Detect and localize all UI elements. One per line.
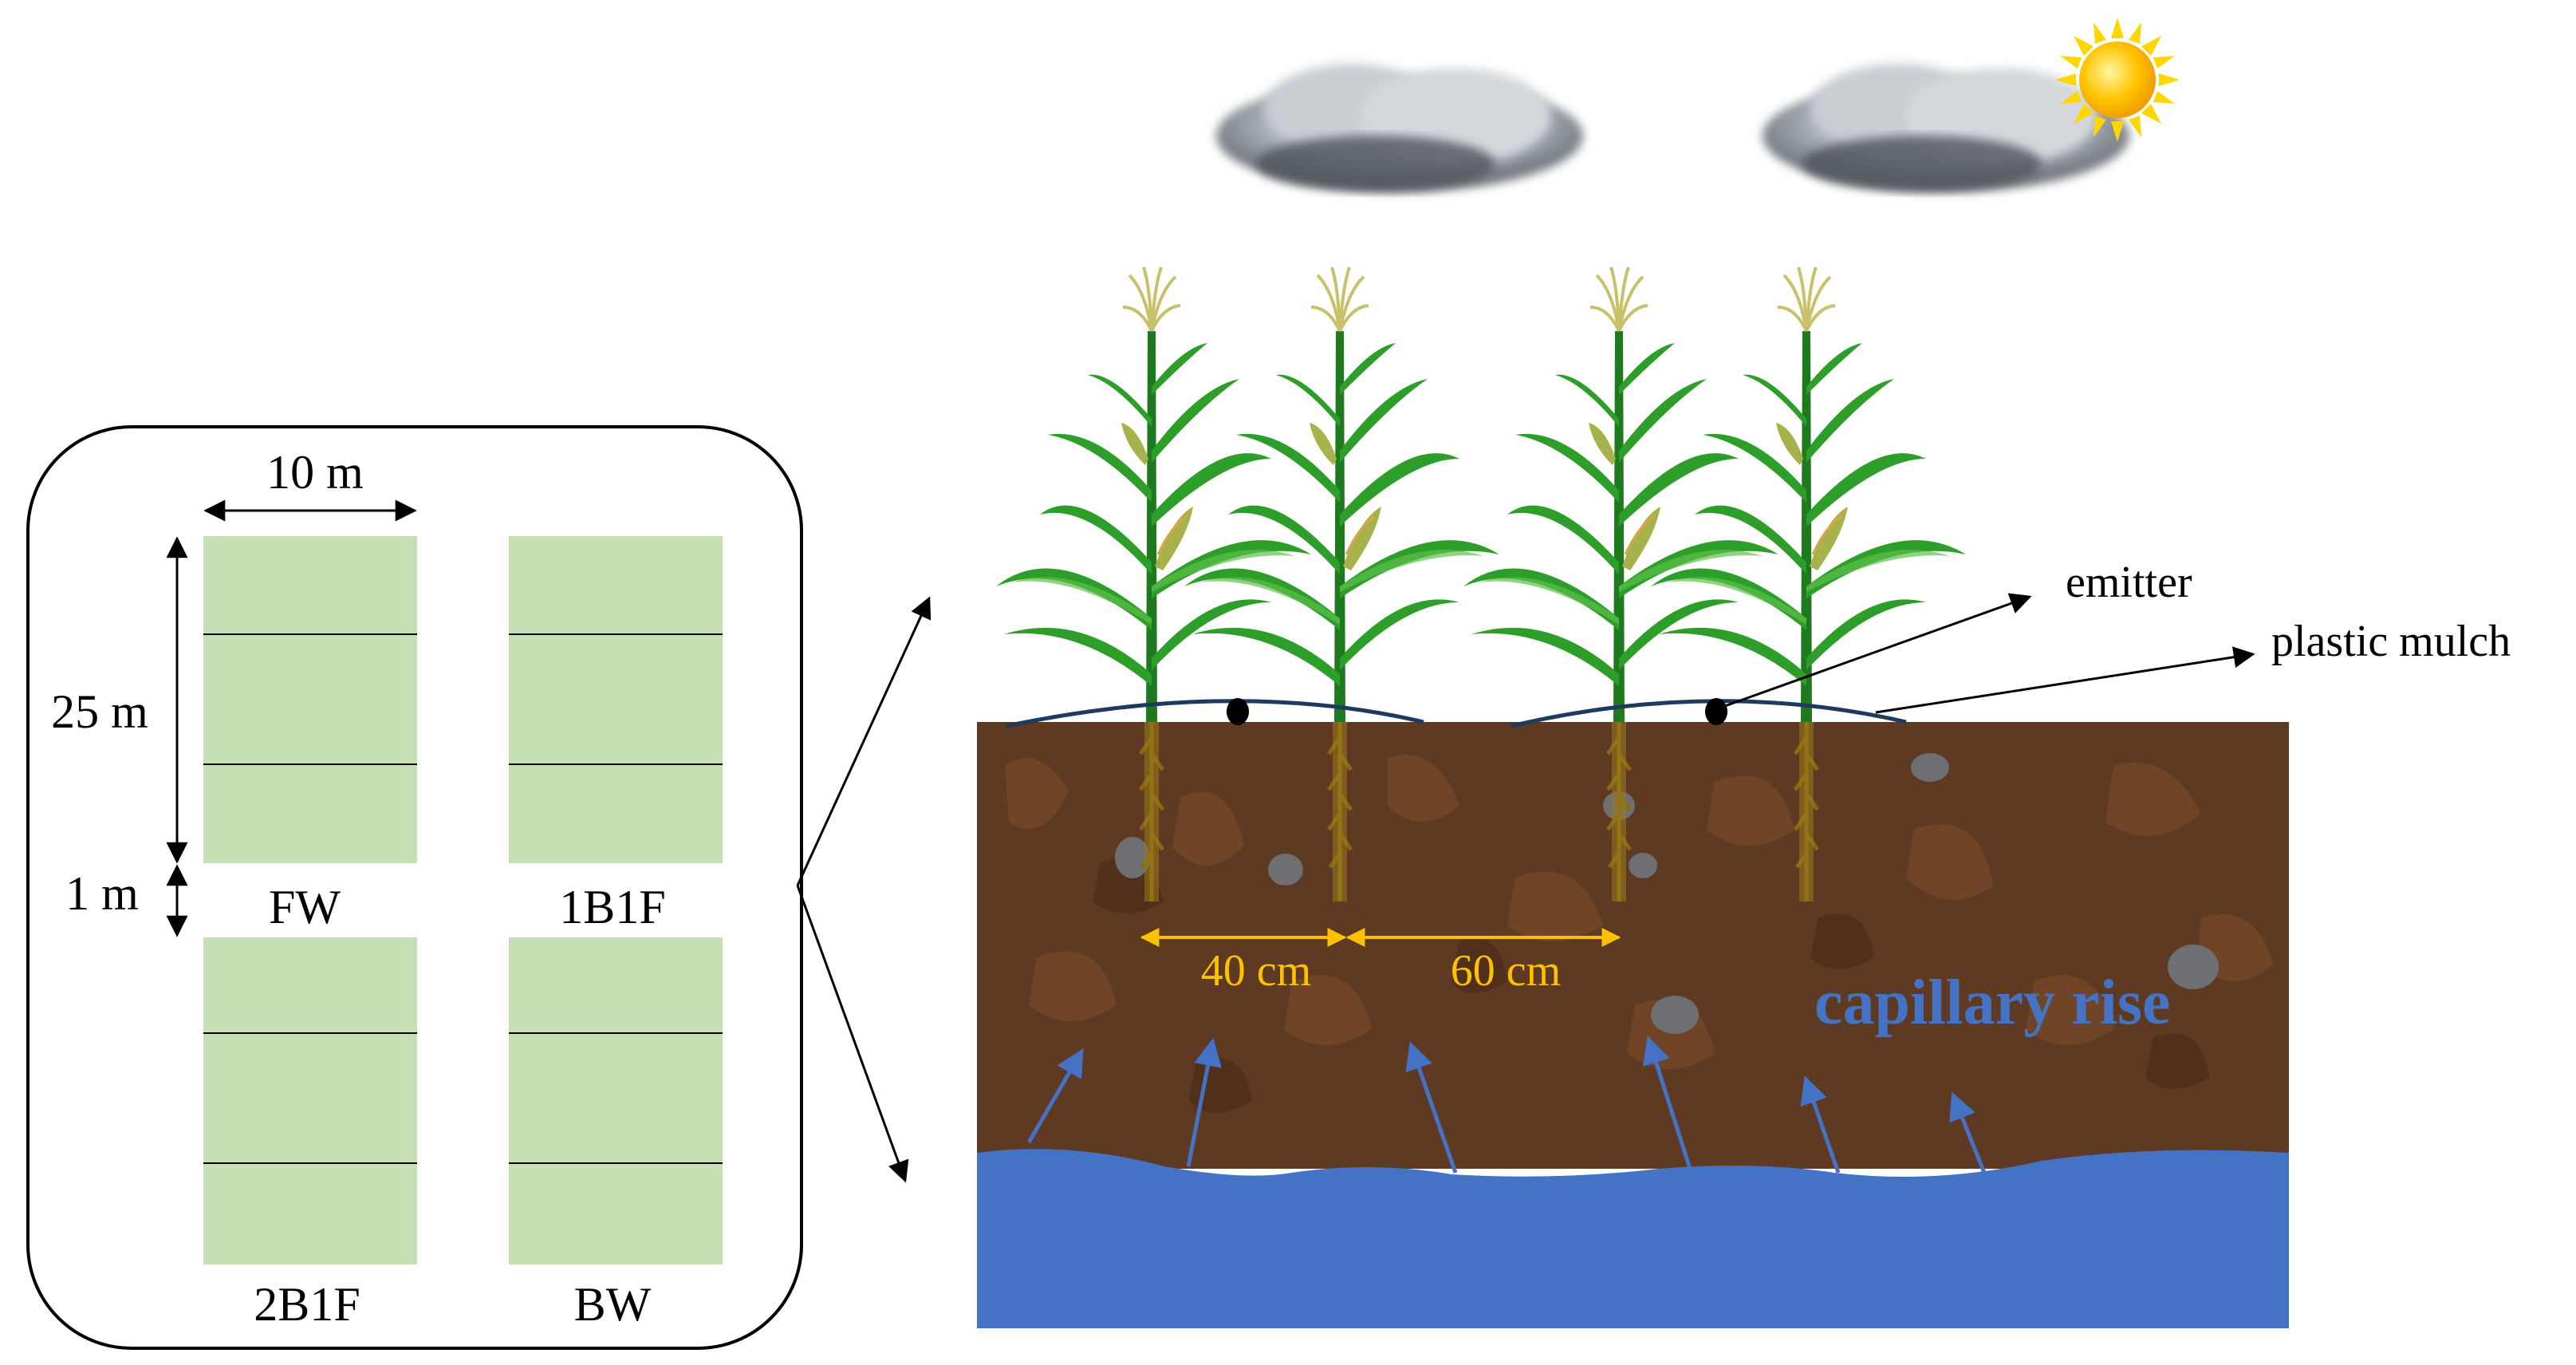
- emitter-icon: [1227, 698, 1249, 725]
- emitter-icon: [1705, 698, 1727, 725]
- gap-label: 1 m: [65, 867, 139, 920]
- emitter-callout-arrow: [1722, 593, 2032, 708]
- capillary-rise-label: capillary rise: [1814, 968, 2171, 1038]
- emitter-label: emitter: [2066, 558, 2192, 607]
- length-label: 25 m: [51, 685, 148, 738]
- soil-profile: [977, 722, 2289, 1169]
- capillary-arrows: [1026, 1036, 1988, 1178]
- plot-1b1f: [509, 536, 723, 863]
- expand-arrow-bottom: [796, 885, 909, 1183]
- mulch-label: plastic mulch: [2271, 617, 2511, 666]
- plot-label-fw: FW: [269, 881, 341, 933]
- spacing-label-wide: 60 cm: [1451, 946, 1561, 996]
- cloud-icon: [1216, 64, 1583, 191]
- expand-arrow-top: [796, 596, 932, 886]
- width-label: 10 m: [266, 446, 364, 499]
- plot-fw: [203, 536, 417, 863]
- plot-label-bw: BW: [574, 1278, 652, 1331]
- mulch-callout-arrow: [1875, 646, 2255, 714]
- spacing-label-narrow: 40 cm: [1201, 946, 1311, 996]
- plot-bw: [509, 937, 723, 1264]
- plot-label-1b1f: 1B1F: [559, 881, 665, 933]
- plot-2b1f: [203, 937, 417, 1264]
- sun-icon: [2055, 18, 2180, 142]
- water-table: [977, 1149, 2289, 1328]
- plot-label-2b1f: 2B1F: [254, 1278, 360, 1331]
